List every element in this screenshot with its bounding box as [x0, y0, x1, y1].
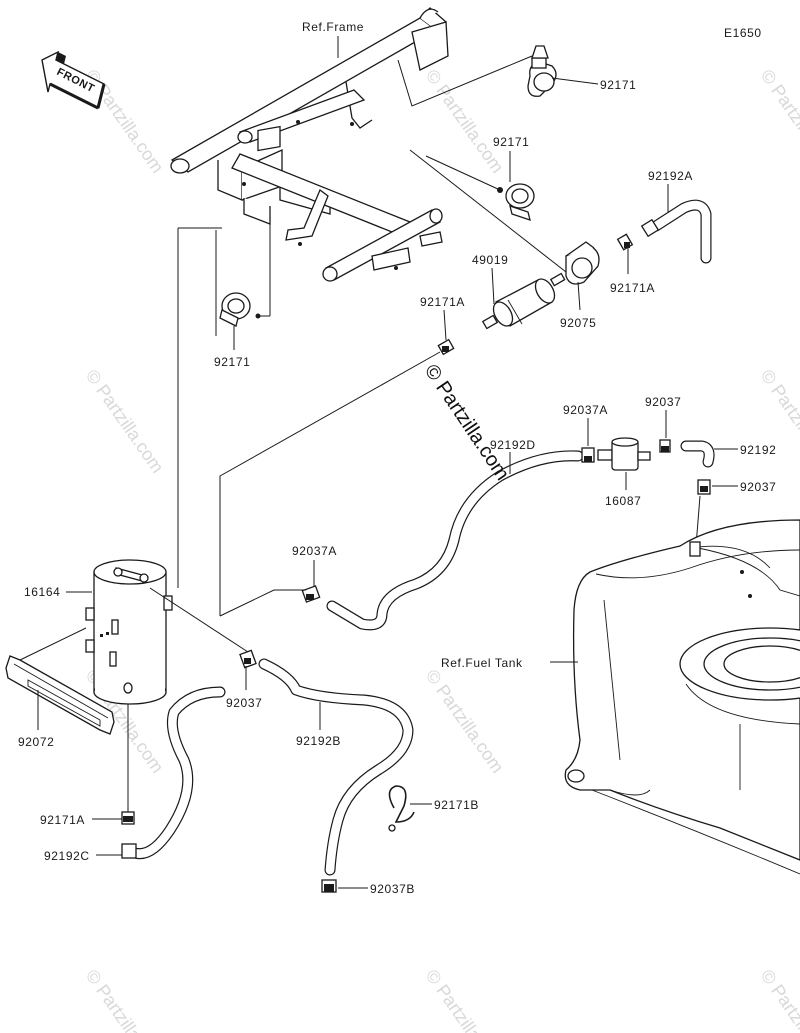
label-92171-mid: 92171 [493, 135, 529, 149]
watermark: © Partzilla.com [82, 366, 168, 477]
watermark: © Partzilla.com [757, 66, 800, 177]
label-92171A-right: 92171A [610, 281, 655, 295]
label-92192C: 92192C [44, 849, 90, 863]
clip-92037B [321, 879, 337, 893]
label-92192: 92192 [740, 443, 776, 457]
label-92037-bottom: 92037 [226, 696, 262, 710]
label-92171A-bottom: 92171A [40, 813, 85, 827]
label-16087: 16087 [605, 494, 641, 508]
hose-92192A [640, 199, 712, 264]
clip-92037-bottom [239, 649, 257, 669]
watermark: © Partzilla.com [422, 966, 508, 1033]
label-92037A-mid: 92037A [292, 544, 337, 558]
label-ref-fuel-tank: Ref.Fuel Tank [441, 656, 523, 670]
hose-92192C [121, 686, 226, 860]
clamp-92171-left [219, 292, 261, 327]
bracket-92075 [565, 241, 600, 285]
clip-92037-top [659, 439, 671, 453]
clamp-92171-top [527, 45, 557, 97]
label-92037B: 92037B [370, 882, 415, 896]
frame-outline [170, 7, 449, 282]
label-ref-frame: Ref.Frame [302, 20, 364, 34]
label-92037-right: 92037 [740, 480, 776, 494]
clamp-92171-mid [497, 183, 535, 221]
watermark: © Partzilla.com [757, 366, 800, 477]
clip-92037-right [697, 479, 711, 495]
label-92192A: 92192A [648, 169, 693, 183]
fuel-tank-outline [564, 519, 800, 875]
hose-92192B [258, 658, 414, 876]
watermark-center: © Partzilla.com [420, 360, 514, 484]
watermark: © Partzilla.com [757, 966, 800, 1033]
watermark: © Partzilla.com [422, 666, 508, 777]
label-92171-top: 92171 [600, 78, 636, 92]
label-92037-top: 92037 [645, 395, 681, 409]
label-92171-left: 92171 [214, 355, 250, 369]
label-92075: 92075 [560, 316, 596, 330]
canister-16164 [85, 559, 173, 705]
clip-92171B [388, 785, 415, 832]
label-92171A-top: 92171A [420, 295, 465, 309]
strap-92072 [5, 655, 115, 735]
label-16164: 16164 [24, 585, 60, 599]
label-92171B: 92171B [434, 798, 479, 812]
label-92072: 92072 [18, 735, 54, 749]
hose-92192 [680, 440, 715, 468]
front-arrow-icon: FRONT [41, 50, 106, 110]
fuel-filter-49019 [481, 272, 566, 330]
clip-92037A-top [581, 447, 595, 463]
watermark: © Partzilla.com [82, 966, 168, 1033]
clip-92171A-right [616, 233, 634, 251]
label-92037A-top: 92037A [563, 403, 608, 417]
clip-92037A-mid [301, 585, 321, 603]
clip-92171A-bottom [121, 811, 135, 825]
valve-16087 [597, 437, 651, 471]
label-49019: 49019 [472, 253, 508, 267]
hose-92192D [326, 450, 584, 631]
diagram-code: E1650 [724, 26, 762, 40]
label-92192B: 92192B [296, 734, 341, 748]
clip-92171A-top [437, 338, 455, 356]
label-92192D: 92192D [490, 438, 536, 452]
